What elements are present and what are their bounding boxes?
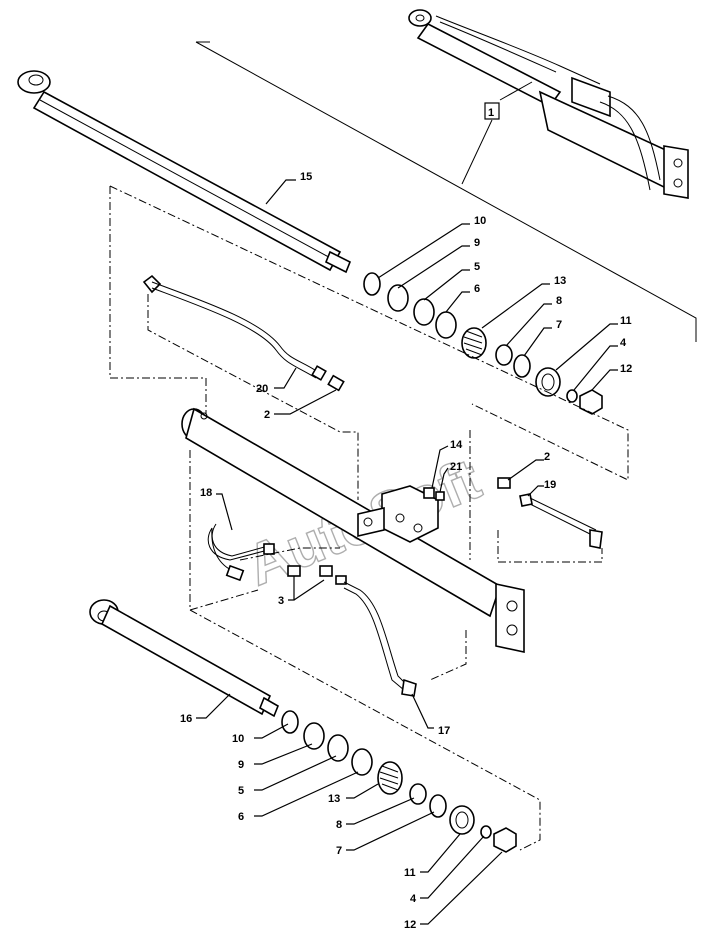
callout-13-upper: 13 — [554, 275, 566, 287]
piston-rod-lower — [89, 599, 280, 718]
callout-6-upper: 6 — [474, 283, 480, 295]
callout-8-upper: 8 — [556, 295, 562, 307]
callout-15: 15 — [300, 171, 312, 183]
callout-12-lower: 12 — [404, 919, 416, 931]
cylinder-body — [181, 407, 525, 653]
callout-2-right: 2 — [544, 451, 550, 463]
callout-4-lower: 4 — [410, 893, 417, 905]
callout-6-lower: 6 — [238, 811, 244, 823]
callout-5-lower: 5 — [238, 785, 244, 797]
callout-4-upper: 4 — [620, 337, 627, 349]
callout-5-upper: 5 — [474, 261, 480, 273]
leader-lines — [196, 179, 618, 925]
callout-10-lower: 10 — [232, 733, 244, 745]
pipe-right — [519, 493, 603, 549]
pipe-upper-left — [142, 274, 345, 392]
callout-18: 18 — [200, 487, 212, 499]
fittings-center — [287, 477, 511, 577]
callout-labels: 15 10 9 5 6 13 8 7 11 4 12 20 2 14 21 2 … — [180, 171, 632, 931]
callout-19: 19 — [544, 479, 556, 491]
piston-rod-upper — [17, 70, 352, 274]
callout-17: 17 — [438, 725, 450, 737]
callout-7-upper: 7 — [556, 319, 562, 331]
callout-11-upper: 11 — [620, 315, 632, 327]
callout-9-upper: 9 — [474, 237, 480, 249]
callout-13-lower: 13 — [328, 793, 340, 805]
callout-14: 14 — [450, 439, 463, 451]
ref-box-label: 1 — [488, 107, 494, 119]
pipe-left — [207, 523, 275, 582]
ref-box — [484, 102, 500, 120]
callout-10-upper: 10 — [474, 215, 486, 227]
assembly-outlines — [109, 185, 629, 851]
callout-7-lower: 7 — [336, 845, 342, 857]
callout-20: 20 — [256, 383, 268, 395]
seal-kit-lower — [281, 710, 517, 853]
callout-9-lower: 9 — [238, 759, 244, 771]
callout-2-upper: 2 — [264, 409, 270, 421]
callout-8-lower: 8 — [336, 819, 342, 831]
pipe-lower — [335, 575, 417, 697]
callout-21: 21 — [450, 461, 462, 473]
callout-12-upper: 12 — [620, 363, 632, 375]
seal-kit-upper — [363, 272, 603, 415]
assembly-inset — [195, 9, 697, 342]
callout-16: 16 — [180, 713, 192, 725]
callout-3: 3 — [278, 595, 284, 607]
callout-11-lower: 11 — [404, 867, 416, 879]
